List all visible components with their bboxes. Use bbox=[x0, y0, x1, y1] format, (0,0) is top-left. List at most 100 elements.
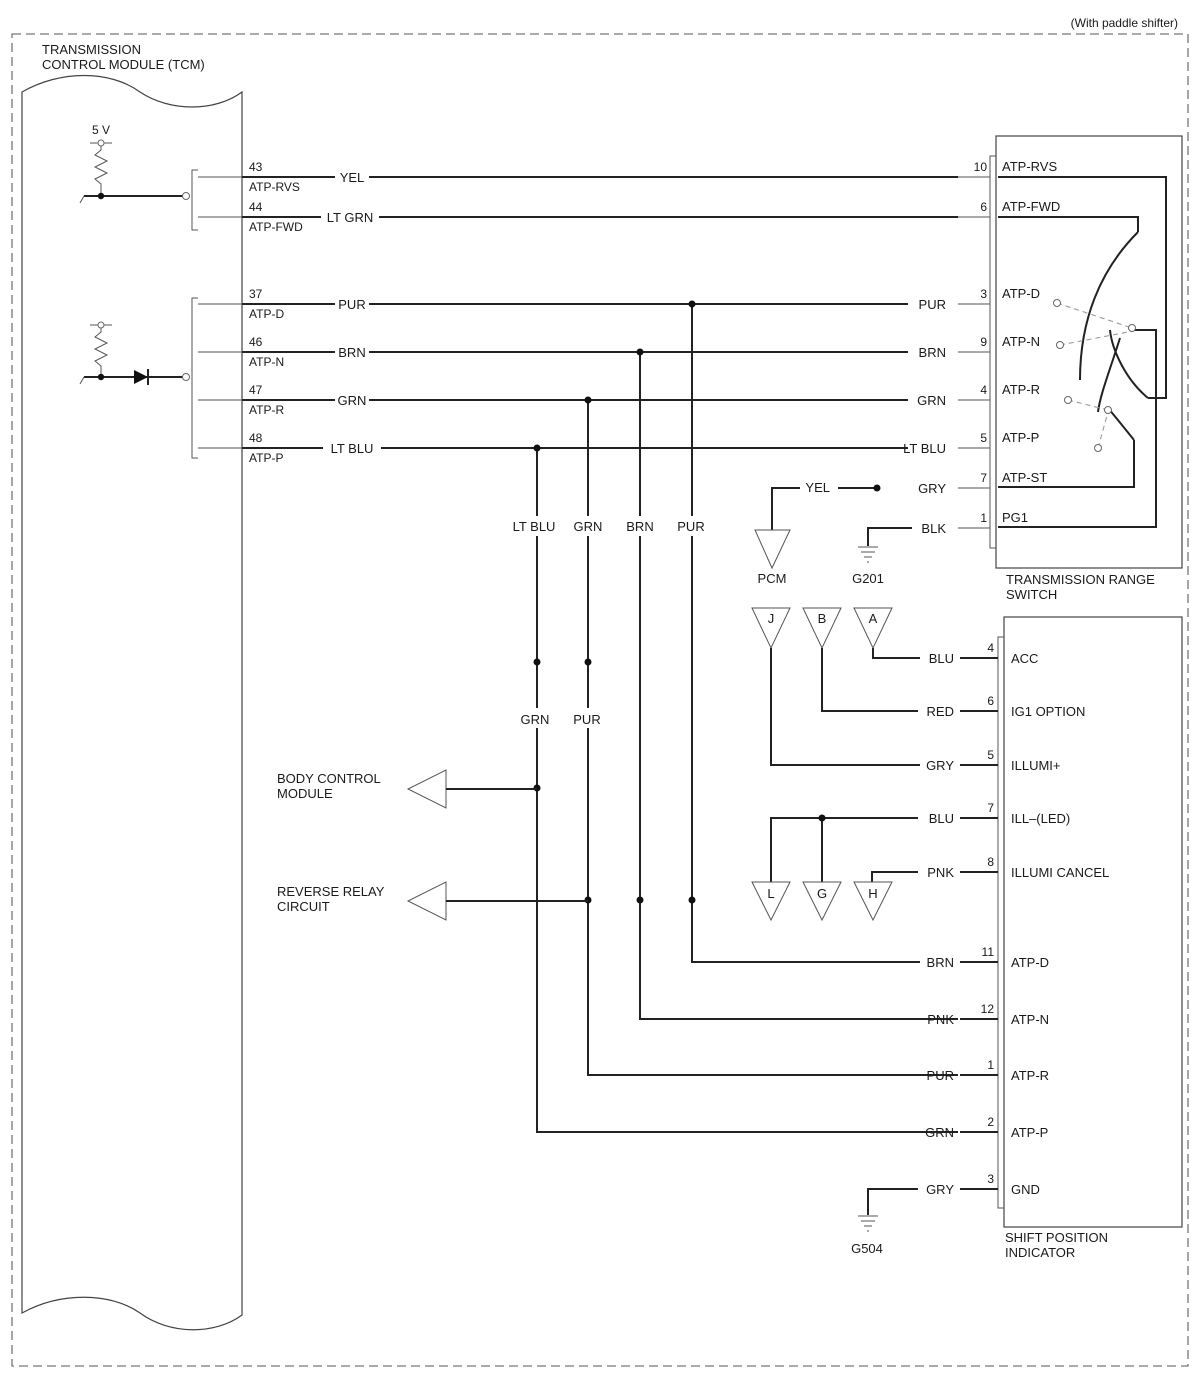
connector-a-label: A bbox=[869, 611, 878, 626]
trs-wire-color: BLK bbox=[921, 521, 946, 536]
spi-pin-number: 5 bbox=[987, 748, 994, 762]
trs-pin-name: ATP-N bbox=[1002, 334, 1040, 349]
spi-wire-color: GRN bbox=[925, 1125, 954, 1140]
connector-h-icon bbox=[853, 881, 893, 922]
trs-pin-number: 9 bbox=[980, 335, 987, 349]
tap-label-pur-lower: PUR bbox=[573, 712, 600, 727]
spi-pin-number: 7 bbox=[987, 801, 994, 815]
tcm-input-terminal bbox=[182, 192, 190, 200]
body-control-module: BODY CONTROL MODULE bbox=[277, 769, 537, 809]
tcm-pin-name: ATP-D bbox=[249, 307, 284, 321]
diode-icon bbox=[134, 370, 148, 384]
spi-wire-color: BLU bbox=[929, 811, 954, 826]
spi-title-line2: INDICATOR bbox=[1005, 1245, 1075, 1260]
trs-pin-name: ATP-RVS bbox=[1002, 159, 1057, 174]
shift-position-indicator: SHIFT POSITION INDICATOR bbox=[997, 616, 1183, 1260]
spi-pin-name: ILL–(LED) bbox=[1011, 811, 1070, 826]
upper-connectors: J B A bbox=[751, 607, 920, 766]
spi-wire-color: GRY bbox=[926, 1182, 954, 1197]
connector-h-label: H bbox=[868, 886, 877, 901]
pcm-label: PCM bbox=[758, 571, 787, 586]
tap-wires: LT BLU GRN BRN PUR GRN PUR bbox=[513, 300, 958, 1133]
connector-j-label: J bbox=[768, 611, 775, 626]
trs-title-line1: TRANSMISSION RANGE bbox=[1006, 572, 1155, 587]
tap-label-brn: BRN bbox=[626, 519, 653, 534]
bcm-label-line1: BODY CONTROL bbox=[277, 771, 381, 786]
spi-pin-number: 12 bbox=[981, 1002, 995, 1016]
tcm-pin-name: ATP-P bbox=[249, 451, 283, 465]
tcm-pin-name: ATP-RVS bbox=[249, 180, 300, 194]
spi-pin-number: 6 bbox=[987, 694, 994, 708]
resistor-icon bbox=[90, 142, 112, 196]
trs-pin-number: 10 bbox=[974, 160, 988, 174]
trs-pin-number: 1 bbox=[980, 511, 987, 525]
connector-l-label: L bbox=[767, 886, 774, 901]
trs-pin-name: ATP-D bbox=[1002, 286, 1040, 301]
tap-label-grn-lower: GRN bbox=[521, 712, 550, 727]
trs-arc-fwd bbox=[1079, 231, 1139, 381]
connector-g-icon bbox=[802, 881, 842, 922]
spi-pin-name: ATP-R bbox=[1011, 1068, 1049, 1083]
connector-g-label: G bbox=[817, 886, 827, 901]
tcm-pin-name: ATP-FWD bbox=[249, 220, 303, 234]
ground-icon bbox=[858, 1215, 878, 1232]
tcm-input-terminal bbox=[182, 373, 190, 381]
connector-b-icon bbox=[802, 607, 842, 650]
spi-pin-number: 8 bbox=[987, 855, 994, 869]
spi-wire-color: PNK bbox=[927, 1012, 954, 1027]
trs-connector-bracket bbox=[989, 155, 996, 549]
trs-wire-color: GRY bbox=[918, 481, 946, 496]
rrc-connector-icon bbox=[406, 881, 447, 921]
resistor-icon bbox=[90, 324, 112, 377]
trs-wire-color: PUR bbox=[919, 297, 946, 312]
spi-pin-name: ATP-P bbox=[1011, 1125, 1048, 1140]
tcm-pin-number: 44 bbox=[249, 200, 263, 214]
spi-wire-color: BLU bbox=[929, 651, 954, 666]
spi-wire-color: RED bbox=[927, 704, 954, 719]
spi-connector-bracket bbox=[997, 636, 1004, 1209]
trs-wire-color: BRN bbox=[919, 345, 946, 360]
st-branch-wire-label: YEL bbox=[805, 480, 830, 495]
connector-j-icon bbox=[751, 607, 791, 650]
paddle-shifter-note: (With paddle shifter) bbox=[1071, 16, 1178, 30]
spi-pin-name: ILLUMI CANCEL bbox=[1011, 865, 1109, 880]
trs-pin-name: ATP-ST bbox=[1002, 470, 1047, 485]
spi-pin-name: ATP-N bbox=[1011, 1012, 1049, 1027]
bcm-connector-icon bbox=[406, 769, 447, 809]
trs-pin-number: 4 bbox=[980, 383, 987, 397]
tcm-wire-color: GRN bbox=[338, 393, 367, 408]
rrc-label-line1: REVERSE RELAY bbox=[277, 884, 385, 899]
connector-l-icon bbox=[751, 881, 791, 922]
tcm-title-line2: CONTROL MODULE (TCM) bbox=[42, 57, 205, 72]
bcm-label-line2: MODULE bbox=[277, 786, 333, 801]
spi-wire-color: BRN bbox=[927, 955, 954, 970]
tcm-wire-color: BRN bbox=[338, 345, 365, 360]
trs-pin-number: 7 bbox=[980, 471, 987, 485]
tcm-module: TRANSMISSION CONTROL MODULE (TCM) 5 V bbox=[21, 42, 243, 1331]
trs-pin-number: 3 bbox=[980, 287, 987, 301]
trs-pin-number: 6 bbox=[980, 200, 987, 214]
spi-wire-color: GRY bbox=[926, 758, 954, 773]
tcm-wire-color: PUR bbox=[338, 297, 365, 312]
tap-label-ltblu: LT BLU bbox=[513, 519, 556, 534]
reverse-relay-circuit: REVERSE RELAY CIRCUIT bbox=[277, 881, 588, 921]
g201-label: G201 bbox=[852, 571, 884, 586]
rrc-label-line2: CIRCUIT bbox=[277, 899, 330, 914]
trs-wire-color: GRN bbox=[917, 393, 946, 408]
trs-pin-name: ATP-FWD bbox=[1002, 199, 1060, 214]
tcm-wire-color: LT GRN bbox=[327, 210, 373, 225]
connector-a-icon bbox=[853, 607, 893, 650]
trs-body bbox=[995, 135, 1183, 569]
spi-wire-color: PUR bbox=[927, 1068, 954, 1083]
spi-pin-name: GND bbox=[1011, 1182, 1040, 1197]
tcm-wire-color: YEL bbox=[340, 170, 365, 185]
tcm-pin-name: ATP-R bbox=[249, 403, 284, 417]
g504-label: G504 bbox=[851, 1241, 883, 1256]
spi-pin-name: ACC bbox=[1011, 651, 1038, 666]
tap-label-grn: GRN bbox=[574, 519, 603, 534]
trs-external-branches: YEL PCM G201 bbox=[754, 480, 912, 586]
tcm-body bbox=[21, 74, 243, 1331]
lower-connectors: L G H bbox=[751, 814, 918, 922]
